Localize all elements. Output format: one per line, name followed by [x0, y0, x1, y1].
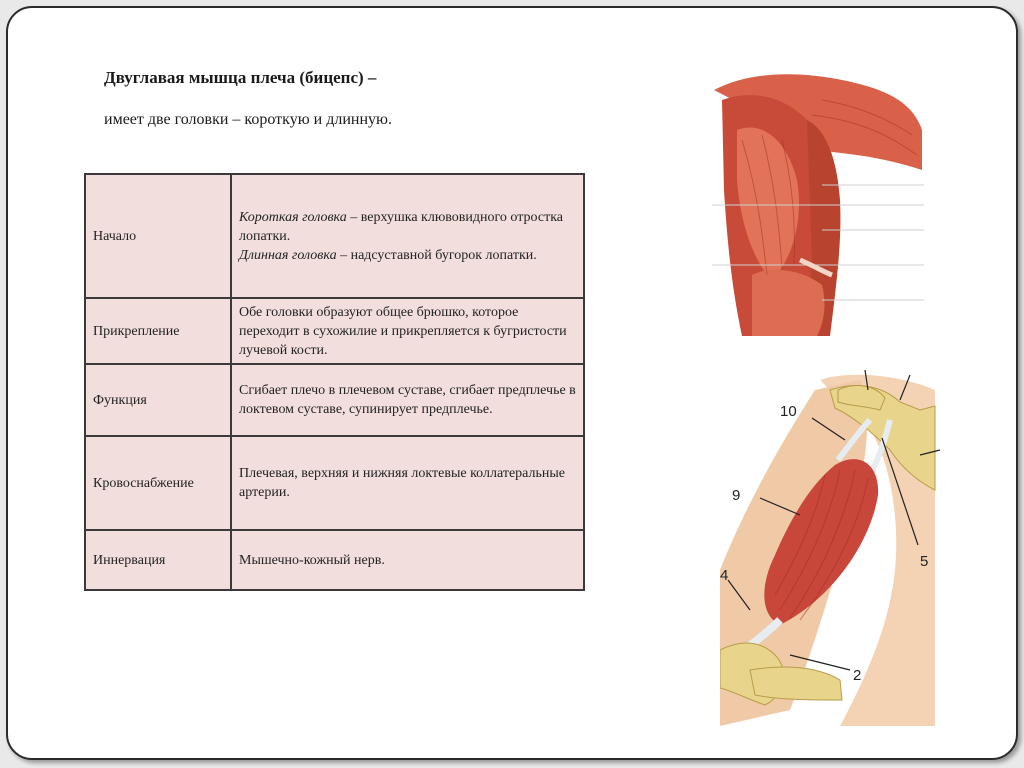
short-head-name: Короткая головка	[239, 209, 347, 225]
biceps-diagram: 10 9 5 4 2	[720, 370, 942, 726]
row-label: Начало	[84, 173, 232, 299]
long-head-name: Длинная головка	[239, 247, 337, 263]
slide-subtitle: имеет две головки – короткую и длинную.	[104, 111, 392, 128]
row-value: Мышечно-кожный нерв.	[230, 529, 585, 591]
label-5: 5	[920, 553, 928, 570]
row-value: Обе головки образуют общее брюшко, котор…	[230, 297, 585, 365]
row-label: Функция	[84, 363, 232, 437]
label-10: 10	[780, 403, 797, 420]
row-value: Сгибает плечо в плечевом суставе, сгибае…	[230, 363, 585, 437]
long-head-text: – надсуставной бугорок лопатки.	[336, 247, 537, 263]
slide-title: Двуглавая мышца плеча (бицепс) –	[104, 68, 377, 87]
table-row: Начало Короткая головка – верхушка клюво…	[84, 173, 585, 299]
table-row: Функция Сгибает плечо в плечевом суставе…	[84, 363, 585, 437]
row-label: Иннервация	[84, 529, 232, 591]
row-value: Плечевая, верхняя и нижняя локтевые колл…	[230, 435, 585, 531]
short-head-text: – верхушка клювовидного отростка лопатки…	[239, 209, 564, 244]
table-row: Прикрепление Обе головки образуют общее …	[84, 297, 585, 365]
table-row: Кровоснабжение Плечевая, верхняя и нижня…	[84, 435, 585, 531]
label-2: 2	[853, 667, 861, 684]
biceps-table: Начало Короткая головка – верхушка клюво…	[84, 173, 585, 591]
row-label: Кровоснабжение	[84, 435, 232, 531]
row-value: Короткая головка – верхушка клювовидного…	[230, 173, 585, 299]
arm-muscles-illustration	[712, 60, 924, 336]
label-4: 4	[720, 567, 728, 584]
label-9: 9	[732, 487, 740, 504]
row-label: Прикрепление	[84, 297, 232, 365]
table-row: Иннервация Мышечно-кожный нерв.	[84, 529, 585, 591]
